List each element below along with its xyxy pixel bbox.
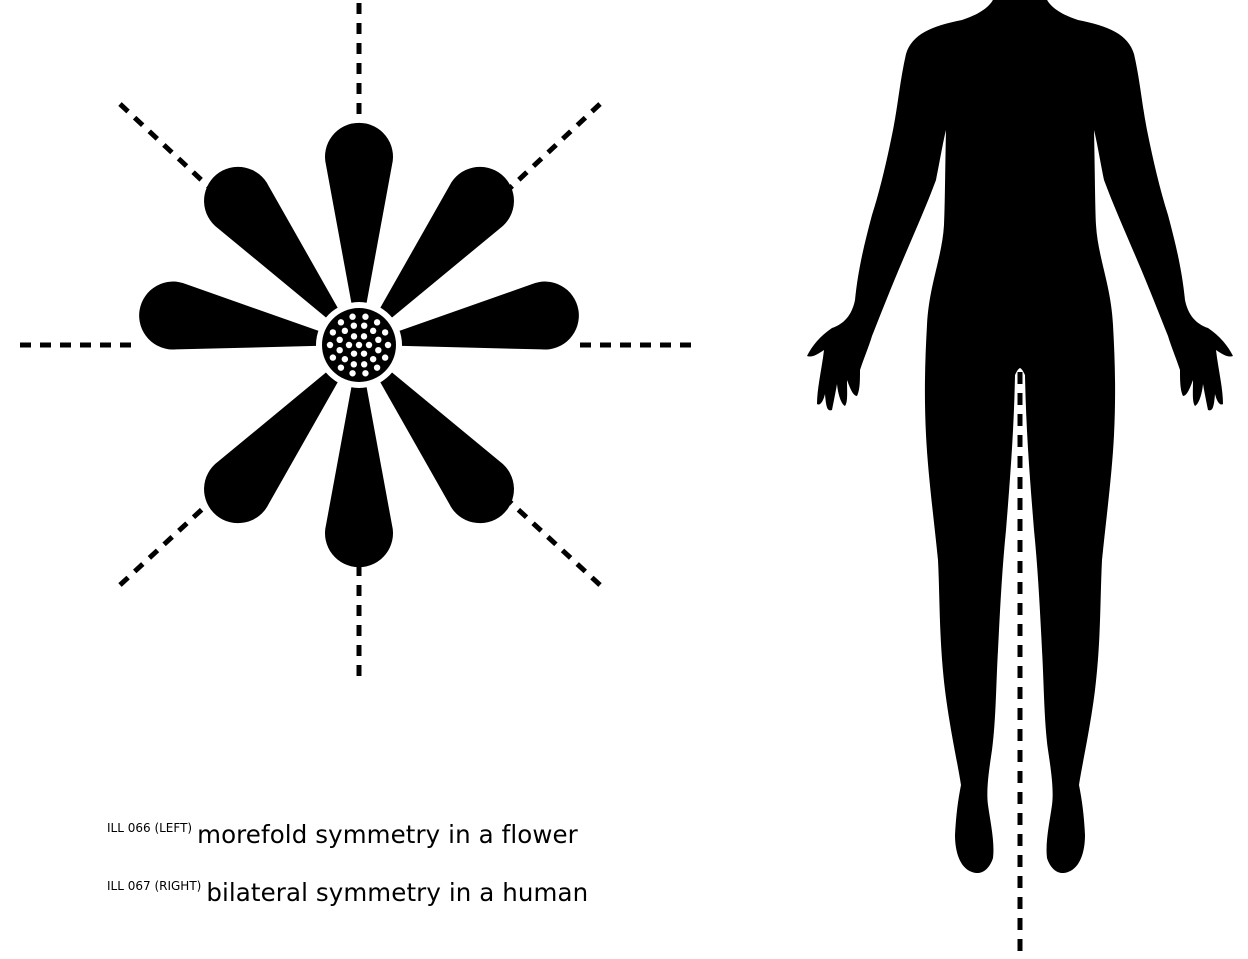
axis-diagonal-bottom-right bbox=[510, 502, 600, 585]
petal bbox=[325, 123, 393, 317]
caption-tag-left: ILL 066 (LEFT) bbox=[107, 821, 192, 835]
seed-dot bbox=[356, 342, 362, 348]
caption-right: ILL 067 (RIGHT) bilateral symmetry in a h… bbox=[107, 880, 588, 906]
human-silhouette-mirror bbox=[1020, 0, 1233, 873]
seed-dot bbox=[362, 370, 368, 376]
seed-dot bbox=[330, 329, 336, 335]
seed-dot bbox=[361, 322, 367, 328]
seed-dot bbox=[336, 337, 342, 343]
seed-dot bbox=[327, 342, 333, 348]
seed-dot bbox=[351, 361, 357, 367]
seed-dot bbox=[349, 370, 355, 376]
seed-dot bbox=[385, 342, 391, 348]
flower-illustration bbox=[20, 3, 698, 685]
seed-dot bbox=[361, 361, 367, 367]
caption-text-right: bilateral symmetry in a human bbox=[206, 878, 588, 907]
seed-dot bbox=[330, 354, 336, 360]
seed-dot bbox=[351, 333, 357, 339]
seed-dot bbox=[382, 354, 388, 360]
seed-dot bbox=[370, 328, 376, 334]
seed-dot bbox=[375, 337, 381, 343]
seed-dot bbox=[382, 329, 388, 335]
seed-dot bbox=[342, 356, 348, 362]
seed-dot bbox=[370, 356, 376, 362]
seed-dot bbox=[362, 314, 368, 320]
petal bbox=[325, 373, 393, 567]
seed-dot bbox=[338, 319, 344, 325]
seed-dot bbox=[361, 350, 367, 356]
caption-left: ILL 066 (LEFT) morefold symmetry in a flo… bbox=[107, 822, 578, 848]
axis-diagonal-top-left bbox=[120, 104, 210, 188]
axis-diagonal-top-right bbox=[510, 104, 600, 188]
flower-center bbox=[316, 302, 402, 388]
seed-dot bbox=[366, 342, 372, 348]
seed-dot bbox=[351, 322, 357, 328]
seed-dot bbox=[375, 347, 381, 353]
seed-dot bbox=[349, 314, 355, 320]
seed-dot bbox=[351, 350, 357, 356]
seed-dot bbox=[346, 342, 352, 348]
seed-dot bbox=[338, 364, 344, 370]
seed-dot bbox=[342, 328, 348, 334]
caption-text-left: morefold symmetry in a flower bbox=[197, 820, 578, 849]
axis-diagonal-bottom-left bbox=[120, 502, 210, 585]
human-silhouette-half bbox=[807, 0, 1020, 873]
human-illustration bbox=[807, 0, 1233, 959]
seed-dot bbox=[374, 364, 380, 370]
seed-dot bbox=[361, 333, 367, 339]
seed-dot bbox=[336, 347, 342, 353]
caption-tag-right: ILL 067 (RIGHT) bbox=[107, 879, 201, 893]
seed-dot bbox=[374, 319, 380, 325]
